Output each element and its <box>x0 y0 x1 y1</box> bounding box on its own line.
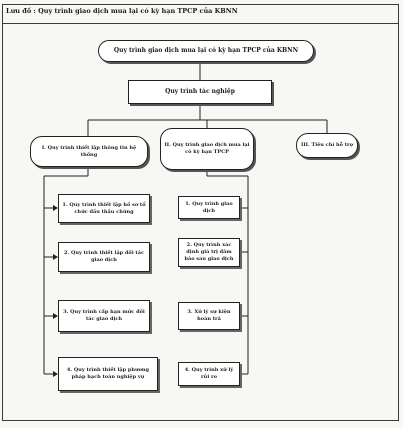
left-step-3: 3. Quy trình cấp hạn mức đối tác giao dị… <box>58 300 150 332</box>
diagram-frame <box>2 4 399 421</box>
arrow-left-3 <box>53 313 58 319</box>
right-step-3: 3. Xử lý sự kiện hoàn trả <box>178 302 240 330</box>
category-support-criteria: III. Tiêu chí hỗ trợ <box>296 133 358 158</box>
arrow-left-1 <box>53 205 58 211</box>
right-step-2: 2. Quy trình xác định giá trị đảm bảo sa… <box>178 238 240 267</box>
category-repo-transaction: II. Quy trình giao dịch mua lại có kỳ hạ… <box>160 128 254 170</box>
left-step-1: 1. Quy trình thiết lập hồ sơ tổ chức đầu… <box>58 194 150 223</box>
left-step-4: 4. Quy trình thiết lập phương pháp hạch … <box>58 357 158 391</box>
category-system-setup: I. Quy trình thiết lập thông tin hệ thốn… <box>30 136 148 167</box>
left-step-2: 2. Quy trình thiết lập đối tác giao dịch <box>58 242 150 272</box>
arrow-left-2 <box>53 254 58 260</box>
right-step-4: 4. Quy trình xử lý rủi ro <box>178 362 240 386</box>
title-divider <box>3 23 398 24</box>
right-step-1: 1. Quy trình giao dịch <box>178 196 240 219</box>
root-process-node: Quy trình giao dịch mua lại có kỳ hạn TP… <box>98 40 314 62</box>
operations-node: Quy trình tác nghiệp <box>128 80 272 104</box>
page-title: Lưu đồ : Quy trình giao dịch mua lại có … <box>6 7 238 15</box>
arrow-left-4 <box>53 371 58 377</box>
